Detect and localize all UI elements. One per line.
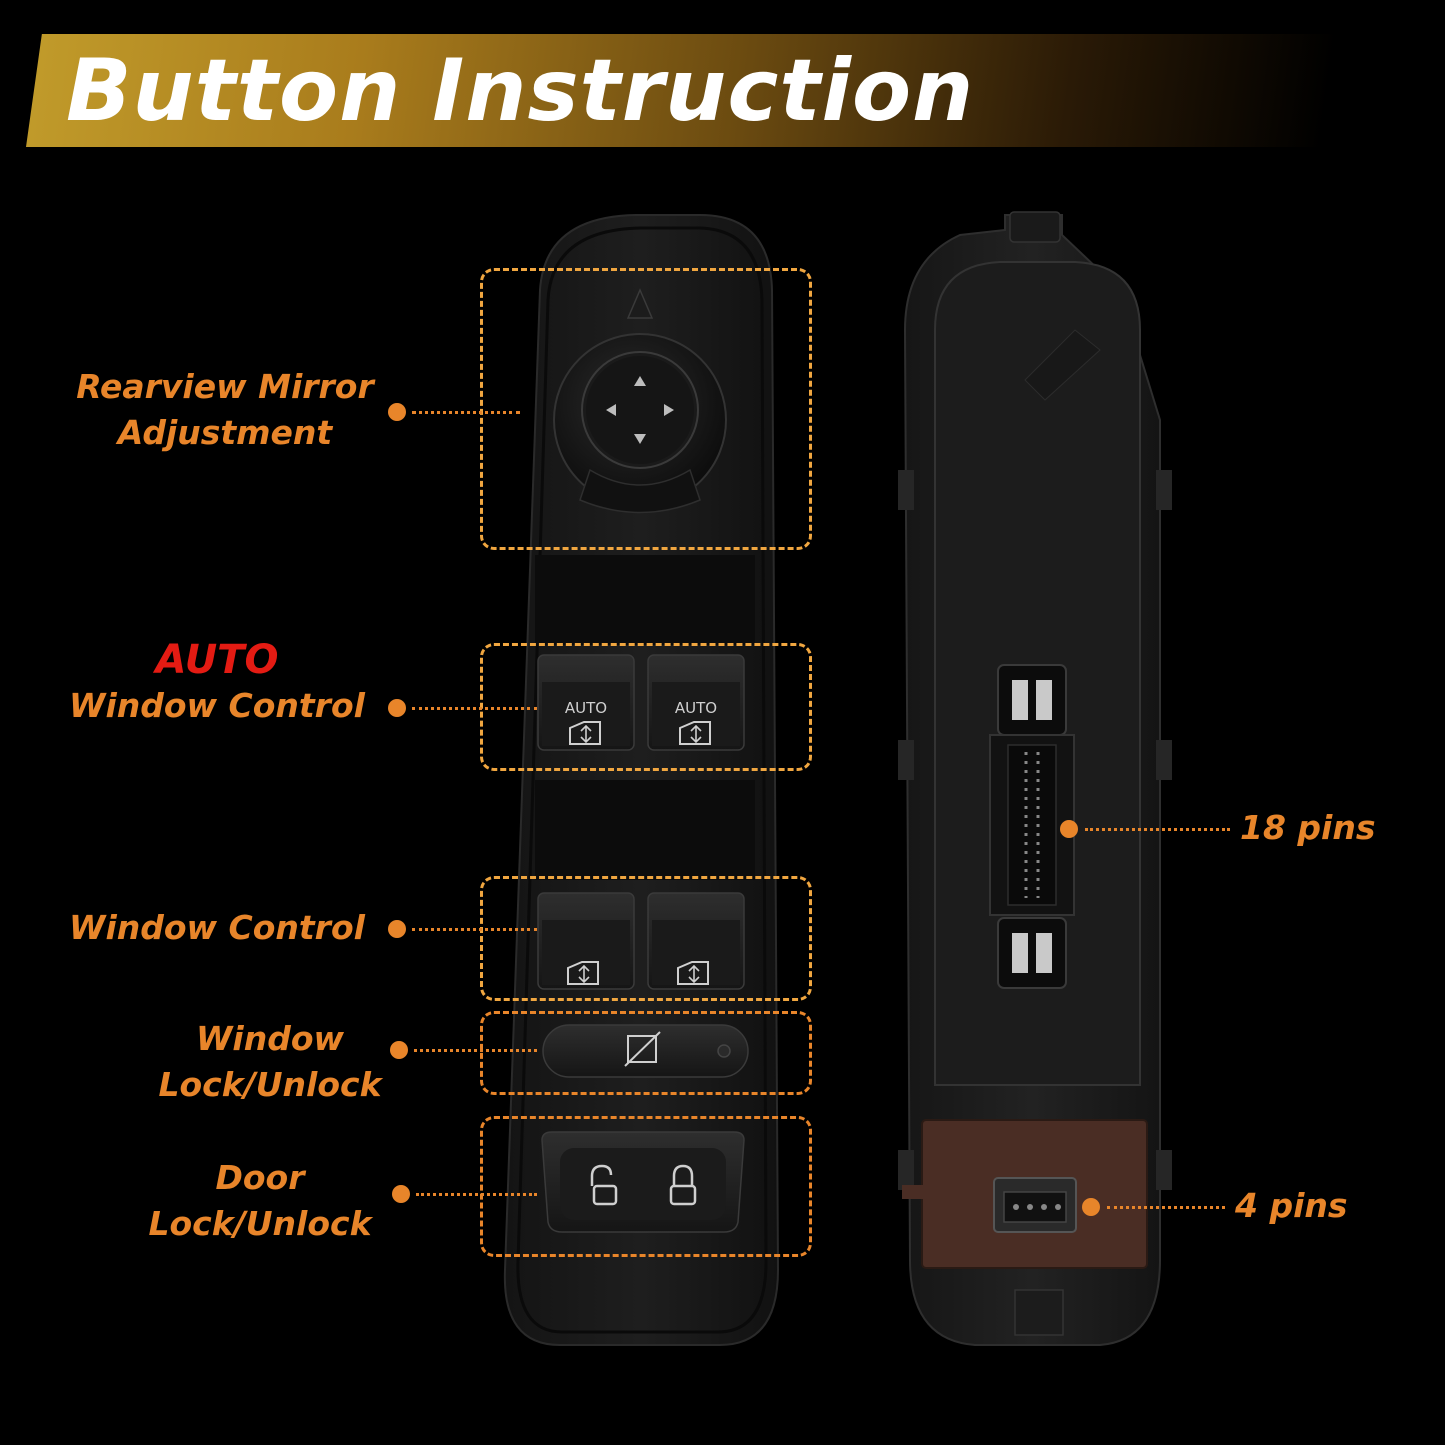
door-lock-callout-line-2: Lock/Unlock: [148, 1204, 372, 1243]
window-updown-icon: [677, 961, 709, 985]
door-lock-button: [541, 1131, 745, 1233]
auto-callout-leader: [412, 707, 537, 710]
window-lock-button: [542, 1024, 749, 1078]
pins4-callout-dot: [1082, 1198, 1100, 1216]
pins18-callout-label: 18 pins: [1240, 805, 1375, 851]
window-updown-icon: [567, 961, 599, 985]
door-lock-callout-dot: [392, 1185, 410, 1203]
window-button-left: [537, 892, 635, 990]
window-callout-label: Window Control: [52, 905, 382, 951]
door-lock-highlight-box: [480, 1116, 812, 1257]
auto-callout-line-2: Window Control: [69, 686, 365, 725]
window-updown-icon: [569, 721, 601, 745]
mirror-callout-line-1: Rearview Mirror: [76, 367, 374, 406]
window-lock-icon: [624, 1031, 661, 1067]
pins4-callout-leader: [1107, 1206, 1225, 1209]
mirror-callout-dot: [388, 403, 406, 421]
window-lock-highlight-box: [480, 1011, 812, 1095]
window-callout-line-1: Window Control: [69, 908, 365, 947]
pins18-callout-leader: [1085, 828, 1230, 831]
front-switch-panel: AUTO AUTO: [503, 214, 780, 1346]
door-lock-callout-line-1: Door: [215, 1158, 305, 1197]
padlock-open-icon: [590, 1164, 618, 1206]
window-callout-leader: [412, 928, 537, 931]
connector-18-pins: [989, 664, 1075, 989]
mirror-joystick-icon: [553, 288, 727, 514]
window-highlight-box: [480, 876, 812, 1001]
window-lock-callout-dot: [390, 1041, 408, 1059]
auto-label-left: AUTO: [565, 699, 607, 717]
pins18-callout-dot: [1060, 820, 1078, 838]
back-switch-panel: [898, 211, 1172, 1346]
connector-4-pins: [902, 1119, 1148, 1336]
window-lock-callout-leader: [414, 1049, 537, 1052]
door-lock-callout-leader: [416, 1193, 537, 1196]
window-lock-callout-label: Window Lock/Unlock: [105, 1016, 435, 1108]
pins4-callout-label: 4 pins: [1235, 1183, 1348, 1229]
window-lock-callout-line-1: Window: [196, 1019, 344, 1058]
mirror-callout-label: Rearview Mirror Adjustment: [60, 364, 390, 456]
mirror-callout-leader: [412, 411, 520, 414]
auto-callout-line-1: AUTO: [155, 637, 279, 683]
window-callout-dot: [388, 920, 406, 938]
page-title: Button Instruction: [66, 41, 975, 141]
padlock-closed-icon: [669, 1164, 697, 1206]
auto-label-right: AUTO: [675, 699, 717, 717]
mirror-highlight-box: [480, 268, 812, 550]
window-updown-icon: [679, 721, 711, 745]
window-button-right: [647, 892, 745, 990]
window-lock-callout-line-2: Lock/Unlock: [158, 1065, 382, 1104]
mirror-callout-line-2: Adjustment: [117, 413, 333, 452]
auto-callout-dot: [388, 699, 406, 717]
auto-callout-label: AUTO Window Control: [52, 637, 382, 729]
auto-window-button-left: AUTO: [537, 654, 635, 751]
pins4-callout-line-1: 4 pins: [1235, 1186, 1348, 1225]
door-lock-callout-label: Door Lock/Unlock: [95, 1155, 425, 1247]
pins18-callout-line-1: 18 pins: [1240, 808, 1376, 847]
auto-window-button-right: AUTO: [647, 654, 745, 751]
